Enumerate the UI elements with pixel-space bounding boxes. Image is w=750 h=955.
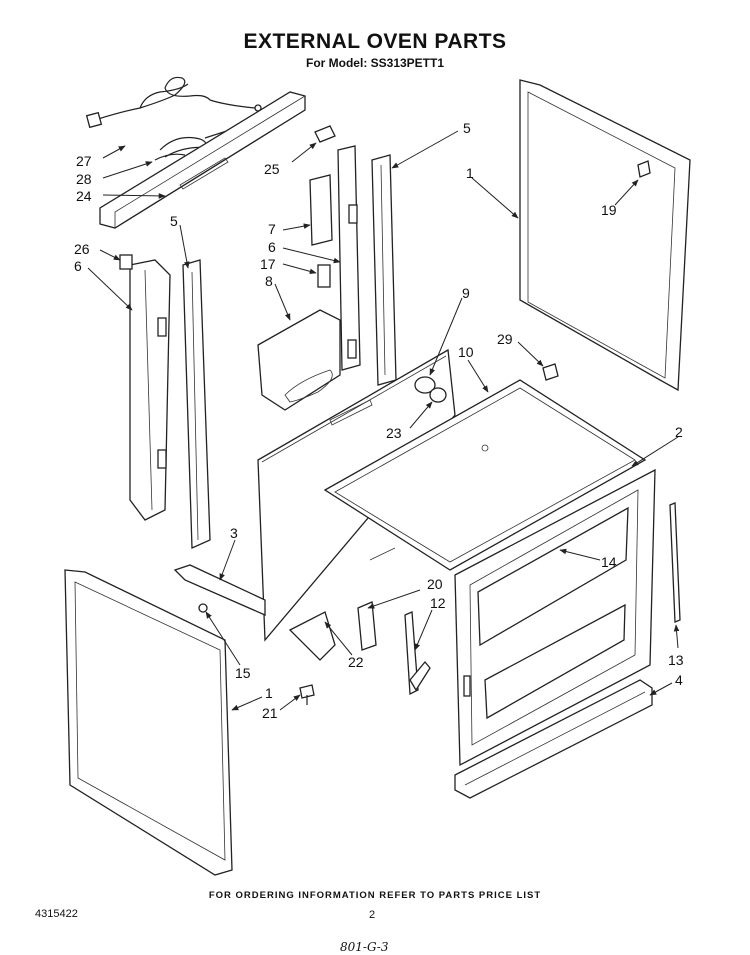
callout-8: 8 — [265, 273, 273, 289]
page-title: EXTERNAL OVEN PARTS — [243, 30, 507, 53]
callout-14: 14 — [601, 554, 617, 570]
callout-29: 29 — [497, 331, 513, 347]
clip-part — [314, 125, 336, 143]
callout-1-lower: 1 — [265, 685, 273, 701]
callout-7: 7 — [268, 221, 276, 237]
leader-lines — [87, 130, 680, 711]
callout-17: 17 — [260, 256, 276, 272]
power-cord-part — [85, 76, 262, 129]
callout-5-upper: 5 — [463, 120, 471, 136]
document-number: 4315422 — [35, 908, 78, 920]
callout-23: 23 — [386, 425, 402, 441]
side-panel-upper-right-part — [519, 79, 691, 392]
center-side-panel-part — [309, 145, 397, 386]
callout-13: 13 — [668, 652, 684, 668]
callout-6-left: 6 — [74, 258, 82, 274]
trim-strip-part — [669, 502, 681, 623]
callout-2: 2 — [675, 424, 683, 440]
callout-24: 24 — [76, 188, 92, 204]
callout-25: 25 — [264, 161, 280, 177]
lower-rail-part — [173, 564, 266, 616]
kick-plate-part — [454, 679, 653, 799]
burner-box-part — [257, 309, 341, 411]
callout-6-center: 6 — [268, 239, 276, 255]
callout-22: 22 — [348, 654, 364, 670]
callout-12: 12 — [430, 595, 446, 611]
oven-front-frame-part — [454, 468, 656, 767]
callout-28: 28 — [76, 171, 92, 187]
callout-9: 9 — [462, 285, 470, 301]
ordering-info-footer: FOR ORDERING INFORMATION REFER TO PARTS … — [208, 890, 542, 901]
callout-5-left: 5 — [170, 213, 178, 229]
callout-19: 19 — [601, 202, 617, 218]
callout-labels: 27 28 24 25 5 1 19 7 6 17 8 26 6 5 9 29 … — [74, 120, 684, 721]
page-number: 2 — [369, 909, 376, 921]
side-panel-lower-left-part — [64, 569, 233, 876]
rear-channel-bar-part — [99, 91, 306, 229]
callout-27: 27 — [76, 153, 92, 169]
hardware-parts — [198, 363, 559, 705]
callout-1-upper: 1 — [466, 165, 474, 181]
bracket-parts — [288, 601, 431, 696]
cooktop-panel-part — [323, 379, 647, 571]
callout-21: 21 — [262, 705, 278, 721]
callout-4: 4 — [675, 672, 683, 688]
callout-10: 10 — [458, 344, 474, 360]
callout-15: 15 — [235, 665, 251, 681]
model-subtitle: For Model: SS313PETT1 — [305, 56, 445, 70]
callout-20: 20 — [427, 576, 443, 592]
left-side-panel-part — [119, 254, 211, 549]
callout-26: 26 — [74, 241, 90, 257]
callout-3: 3 — [230, 525, 238, 541]
handwritten-note: 801-G-3 — [340, 940, 389, 954]
